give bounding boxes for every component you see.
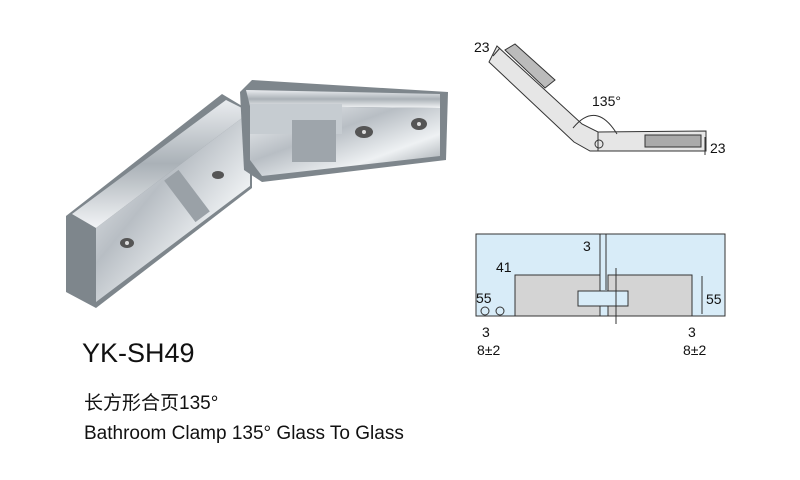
product-model: YK-SH49 <box>82 338 195 368</box>
dim-angle: 135° <box>592 93 621 109</box>
product-name-cn: 长方形合页135° <box>84 393 219 414</box>
front-view-drawing: 3 41 55 55 3 8±2 3 8±2 <box>475 233 726 358</box>
dim-length: 41 <box>496 259 512 275</box>
product-name-en: Bathroom Clamp 135° Glass To Glass <box>84 423 404 444</box>
dim-gap: 3 <box>583 238 591 254</box>
dim-top-width-left: 23 <box>474 39 490 55</box>
dim-right-gap: 3 <box>688 324 696 340</box>
dim-right-glass: 8±2 <box>683 342 706 358</box>
dim-left-gap: 3 <box>482 324 490 340</box>
dim-top-width-right: 23 <box>710 140 726 156</box>
dim-hole-offset: 55 <box>476 290 492 306</box>
hinge-photo <box>66 80 448 308</box>
top-view-drawing: 23 135° 23 <box>474 39 726 156</box>
dim-left-glass: 8±2 <box>477 342 500 358</box>
dim-height: 55 <box>706 291 722 307</box>
